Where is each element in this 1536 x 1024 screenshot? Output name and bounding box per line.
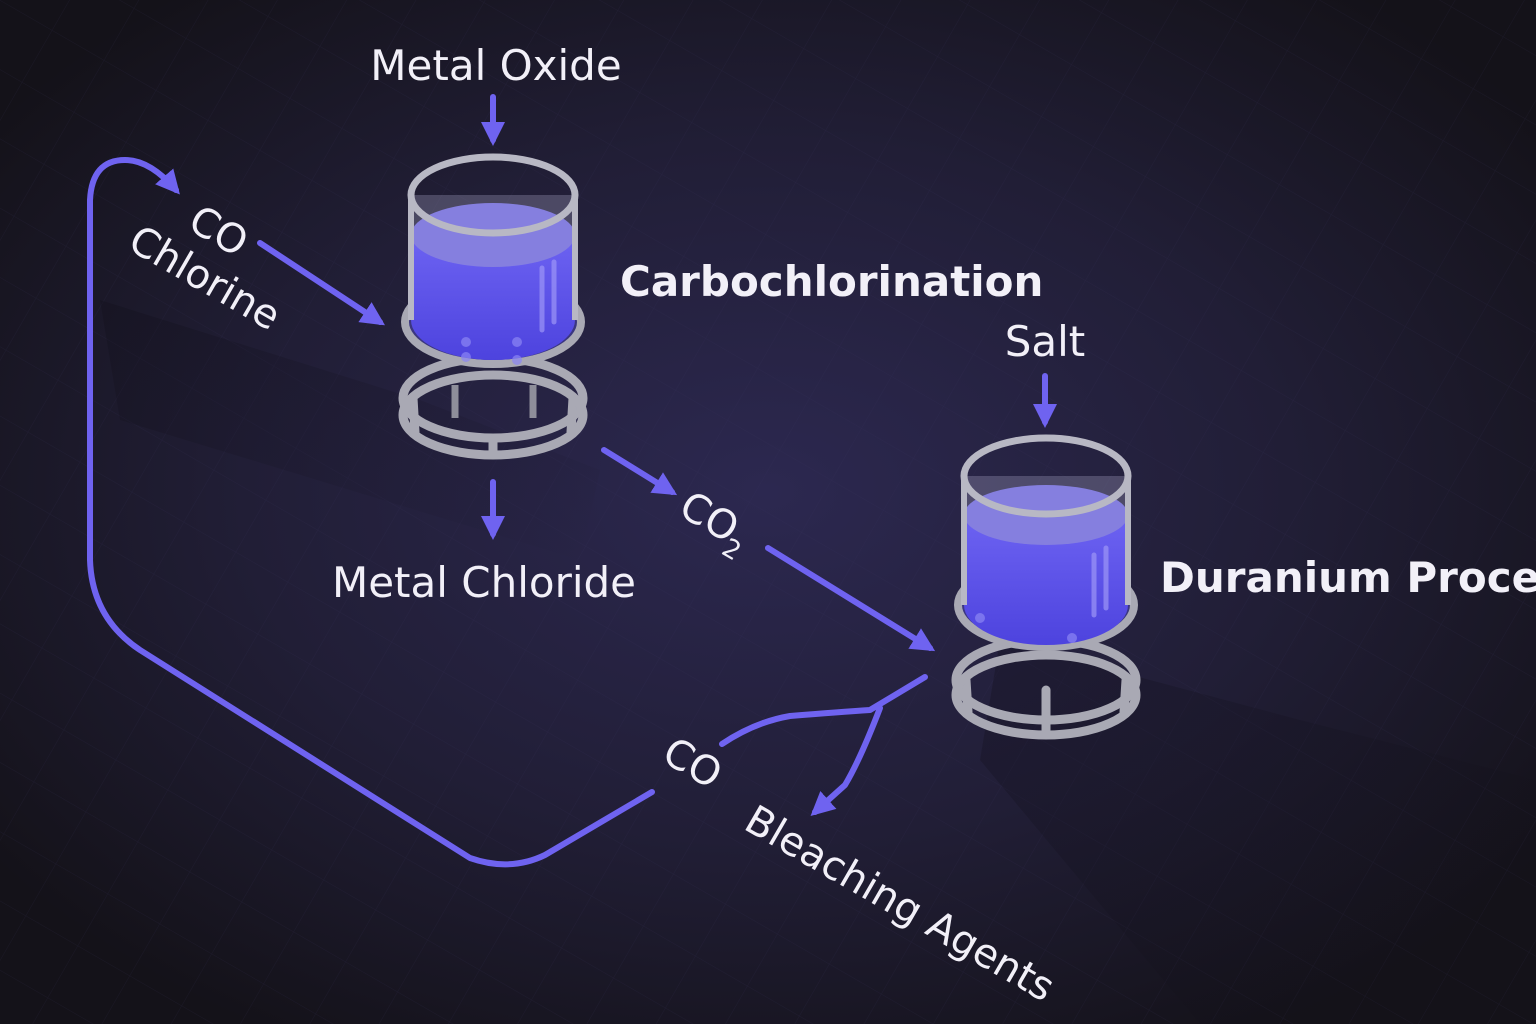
duranium-process-label: Duranium Process bbox=[1160, 553, 1536, 602]
tank1-leg-left bbox=[408, 393, 420, 437]
bleaching-agents-arrow bbox=[810, 705, 883, 817]
tank2-shadow bbox=[980, 640, 1536, 1024]
tank2-leg-right bbox=[1119, 675, 1131, 717]
co-chlorine-arrow bbox=[257, 240, 386, 326]
tank2-liquid bbox=[964, 515, 1128, 645]
tank2-bubble bbox=[975, 613, 985, 623]
co2-in-arrow bbox=[765, 545, 936, 652]
co2-out-arrow bbox=[601, 447, 678, 496]
tank1-shadow bbox=[100, 300, 600, 560]
co-recycle-loop bbox=[87, 157, 655, 868]
tank1-bubble bbox=[461, 352, 471, 362]
carbochlorination-tank bbox=[398, 153, 588, 460]
tank1-rim bbox=[407, 153, 579, 237]
duranium-tank bbox=[951, 434, 1141, 740]
tank1-bubble bbox=[461, 337, 471, 347]
metal-oxide-label: Metal Oxide bbox=[370, 41, 621, 90]
tank1-bubble bbox=[512, 355, 522, 365]
tank2-bubble bbox=[1067, 633, 1077, 643]
tank1-liquid bbox=[411, 235, 575, 360]
co-recycle-branch bbox=[719, 674, 928, 747]
tank1-bubble bbox=[512, 337, 522, 347]
tank1-leg-right bbox=[566, 393, 578, 437]
tank1-stand-base bbox=[398, 370, 588, 460]
tank2-leg-left bbox=[961, 675, 973, 717]
tank2-stand-base bbox=[951, 650, 1141, 740]
carbochlorination-label: Carbochlorination bbox=[620, 257, 1043, 306]
salt-label: Salt bbox=[1005, 317, 1086, 366]
metal-chloride-label: Metal Chloride bbox=[332, 558, 636, 607]
tank2-rim bbox=[960, 434, 1132, 518]
